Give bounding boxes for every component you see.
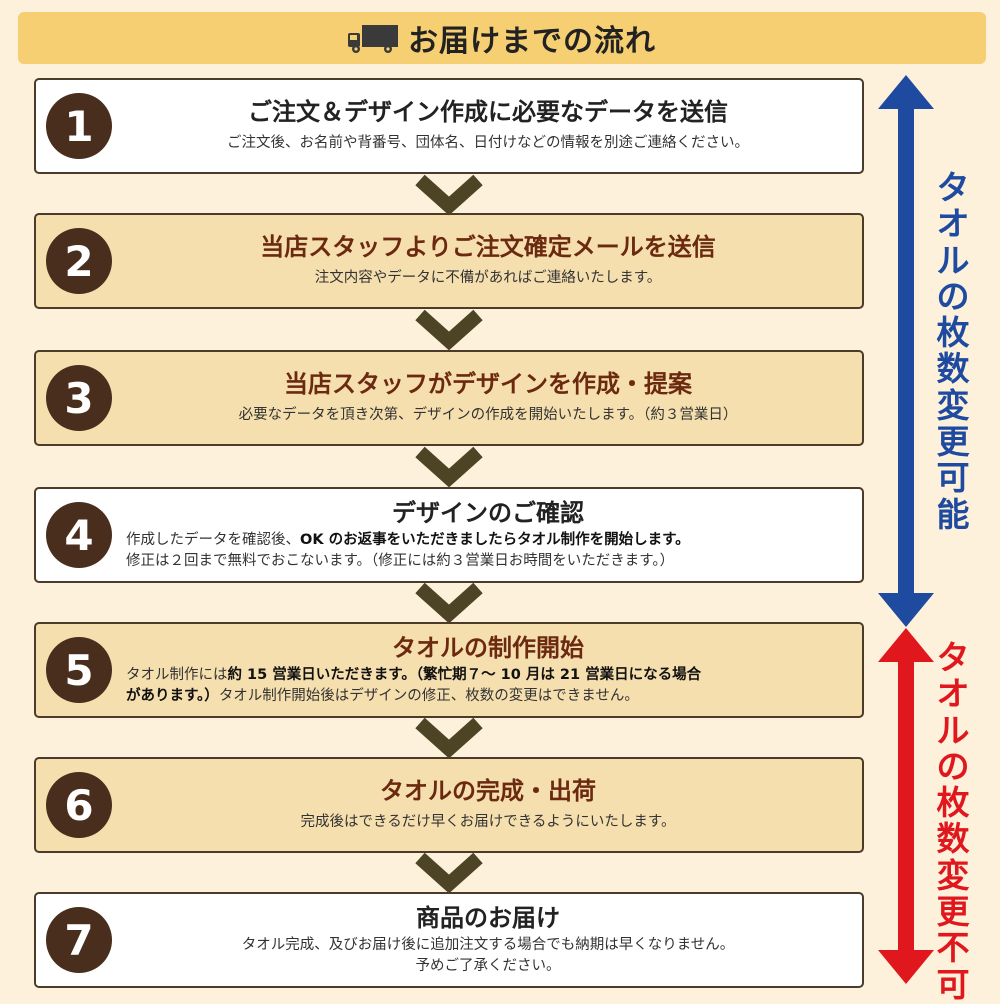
truck-icon [348, 25, 398, 53]
step-title: ご注文＆デザイン作成に必要なデータを送信 [248, 98, 728, 127]
step-number-badge: 1 [46, 93, 112, 159]
label-char: 枚 [936, 313, 970, 353]
step-1: 1 ご注文＆デザイン作成に必要なデータを送信 ご注文後、お名前や背番号、団体名、… [34, 78, 864, 174]
label-char: の [936, 276, 970, 316]
label-char: タ [936, 168, 970, 207]
label-char: オ [936, 674, 970, 714]
chevron-down-icon [415, 309, 483, 351]
step-description: 注文内容やデータに不備があればご連絡いたします。 [314, 270, 662, 287]
chevron-down-icon [415, 852, 483, 894]
label-char: タ [936, 638, 970, 677]
step-7: 7 商品のお届け タオル完成、及びお届け後に追加注文する場合でも納期は早くなりま… [34, 892, 864, 988]
red-double-arrow-icon [878, 628, 934, 984]
chevron-down-icon [415, 174, 483, 216]
label-char: ル [936, 710, 970, 750]
step-description: タオル制作には約 15 営業日いただきます。（繁忙期７～ 10 月は 21 営業… [124, 665, 852, 707]
desc-text: タオル制作開始後はデザインの修正、枚数の変更はできません。 [218, 688, 639, 704]
step-title: 商品のお届け [416, 903, 560, 932]
step-number-badge: 2 [46, 228, 112, 294]
label-char: 更 [936, 422, 970, 462]
step-title: デザインのご確認 [392, 498, 584, 527]
blue-double-arrow-icon [878, 75, 934, 627]
desc-emphasis: 約 15 営業日いただきます。（繁忙期７～ 10 月は 21 営業日になる場合 [227, 666, 702, 683]
label-char: の [936, 746, 970, 786]
step-title: タオルの制作開始 [392, 633, 584, 662]
changeable-label: タ オ ル の 枚 数 変 更 可 能 [927, 168, 979, 534]
step-3: 3 当店スタッフがデザインを作成・提案 必要なデータを頂き次第、デザインの作成を… [34, 350, 864, 446]
desc-emphasis: があります。） [126, 688, 219, 704]
step-number-badge: 4 [46, 502, 112, 568]
flow-header: お届けまでの流れ [18, 12, 986, 64]
desc-text: タオル完成、及びお届け後に追加注文する場合でも納期は早くなりません。 [241, 936, 735, 953]
step-title: タオルの完成・出荷 [380, 777, 596, 806]
desc-text: タオル制作には [126, 666, 228, 683]
label-char: 数 [936, 349, 970, 389]
step-description: 必要なデータを頂き次第、デザインの作成を開始いたします。（約３営業日） [238, 407, 738, 424]
label-char: 変 [936, 385, 970, 425]
step-number-badge: 3 [46, 365, 112, 431]
label-char: 可 [936, 964, 970, 1004]
label-char: 可 [936, 458, 970, 498]
page-title: お届けまでの流れ [408, 24, 656, 59]
desc-emphasis: OK のお返事をいただきましたらタオル制作を開始します。 [300, 531, 690, 548]
unchangeable-label: タ オ ル の 枚 数 変 更 不 可 [927, 638, 979, 1004]
step-2: 2 当店スタッフよりご注文確定メールを送信 注文内容やデータに不備があればご連絡… [34, 213, 864, 309]
label-char: 能 [936, 494, 970, 534]
step-title: 当店スタッフがデザインを作成・提案 [284, 370, 692, 399]
label-char: 変 [936, 855, 970, 895]
label-char: 枚 [936, 783, 970, 823]
step-5: 5 タオルの制作開始 タオル制作には約 15 営業日いただきます。（繁忙期７～ … [34, 622, 864, 718]
step-description: 完成後はできるだけ早くお届けできるようにいたします。 [300, 814, 676, 831]
chevron-down-icon [415, 446, 483, 488]
desc-text: 作成したデータを確認後、 [126, 531, 300, 548]
chevron-down-icon [415, 717, 483, 759]
step-description: ご注文後、お名前や背番号、団体名、日付けなどの情報を別途ご連絡ください。 [227, 135, 749, 152]
step-6: 6 タオルの完成・出荷 完成後はできるだけ早くお届けできるようにいたします。 [34, 757, 864, 853]
step-description: タオル完成、及びお届け後に追加注文する場合でも納期は早くなりません。 予めご了承… [242, 935, 735, 977]
label-char: 更 [936, 892, 970, 932]
step-number-badge: 7 [46, 907, 112, 973]
desc-text: 修正は２回まで無料でおこないます。（修正には約３営業日お時間をいただきます。） [126, 553, 675, 569]
label-char: 数 [936, 819, 970, 859]
label-char: 不 [936, 928, 970, 968]
step-number-badge: 6 [46, 772, 112, 838]
chevron-down-icon [415, 582, 483, 624]
desc-text: 予めご了承ください。 [415, 958, 561, 974]
label-char: ル [936, 240, 970, 280]
step-number-badge: 5 [46, 637, 112, 703]
step-title: 当店スタッフよりご注文確定メールを送信 [260, 233, 716, 262]
step-description: 作成したデータを確認後、OK のお返事をいただきましたらタオル制作を開始します。… [124, 530, 852, 572]
step-4: 4 デザインのご確認 作成したデータを確認後、OK のお返事をいただきましたらタ… [34, 487, 864, 583]
label-char: オ [936, 204, 970, 244]
